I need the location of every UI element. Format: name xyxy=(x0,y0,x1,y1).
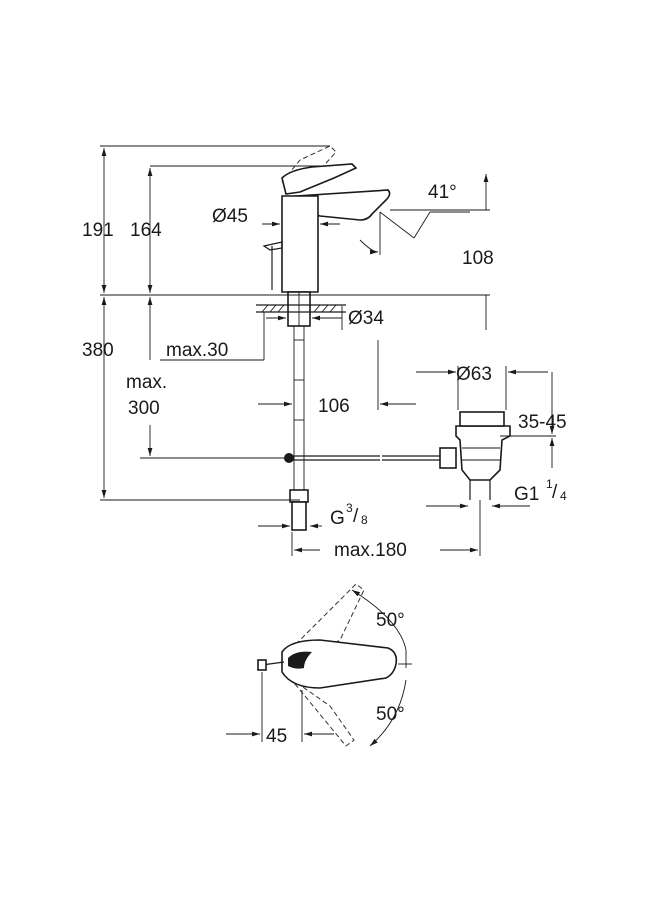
drain-assembly xyxy=(284,411,511,500)
label-g38: G xyxy=(330,508,345,529)
label-d45: Ø45 xyxy=(212,206,248,227)
label-50deg-top: 50° xyxy=(376,610,405,631)
label-35-45: 35-45 xyxy=(518,412,567,433)
label-max180: max.180 xyxy=(334,540,407,561)
label-max300-line1: max. xyxy=(126,372,167,393)
label-191: 191 xyxy=(82,220,114,241)
label-108: 108 xyxy=(462,248,494,269)
label-g1-slash: / xyxy=(552,482,558,503)
dimension-labels: 191 164 Ø45 41° 108 Ø34 380 max.30 max. … xyxy=(82,182,567,747)
label-106: 106 xyxy=(318,396,350,417)
label-d63: Ø63 xyxy=(456,364,492,385)
faucet-side-view xyxy=(256,145,391,531)
label-50deg-bottom: 50° xyxy=(376,704,405,725)
top-view-dimensions xyxy=(226,589,412,747)
label-45-bottom: 45 xyxy=(266,726,287,747)
label-g1-sup: 1 xyxy=(546,477,553,491)
label-max300-line2: 300 xyxy=(128,398,160,419)
dimension-lines xyxy=(100,145,556,556)
label-g38-slash: / xyxy=(353,506,359,527)
label-d34: Ø34 xyxy=(348,308,384,329)
label-164: 164 xyxy=(130,220,162,241)
label-41deg: 41° xyxy=(428,182,457,203)
label-g1-sub: 4 xyxy=(560,489,567,503)
faucet-top-view xyxy=(257,583,398,747)
label-g38-sub: 8 xyxy=(361,513,368,527)
label-g38-sup: 3 xyxy=(346,501,353,515)
label-max30: max.30 xyxy=(166,340,228,361)
label-380: 380 xyxy=(82,340,114,361)
label-g1: G1 xyxy=(514,484,539,505)
countertop-hatch xyxy=(256,304,346,313)
